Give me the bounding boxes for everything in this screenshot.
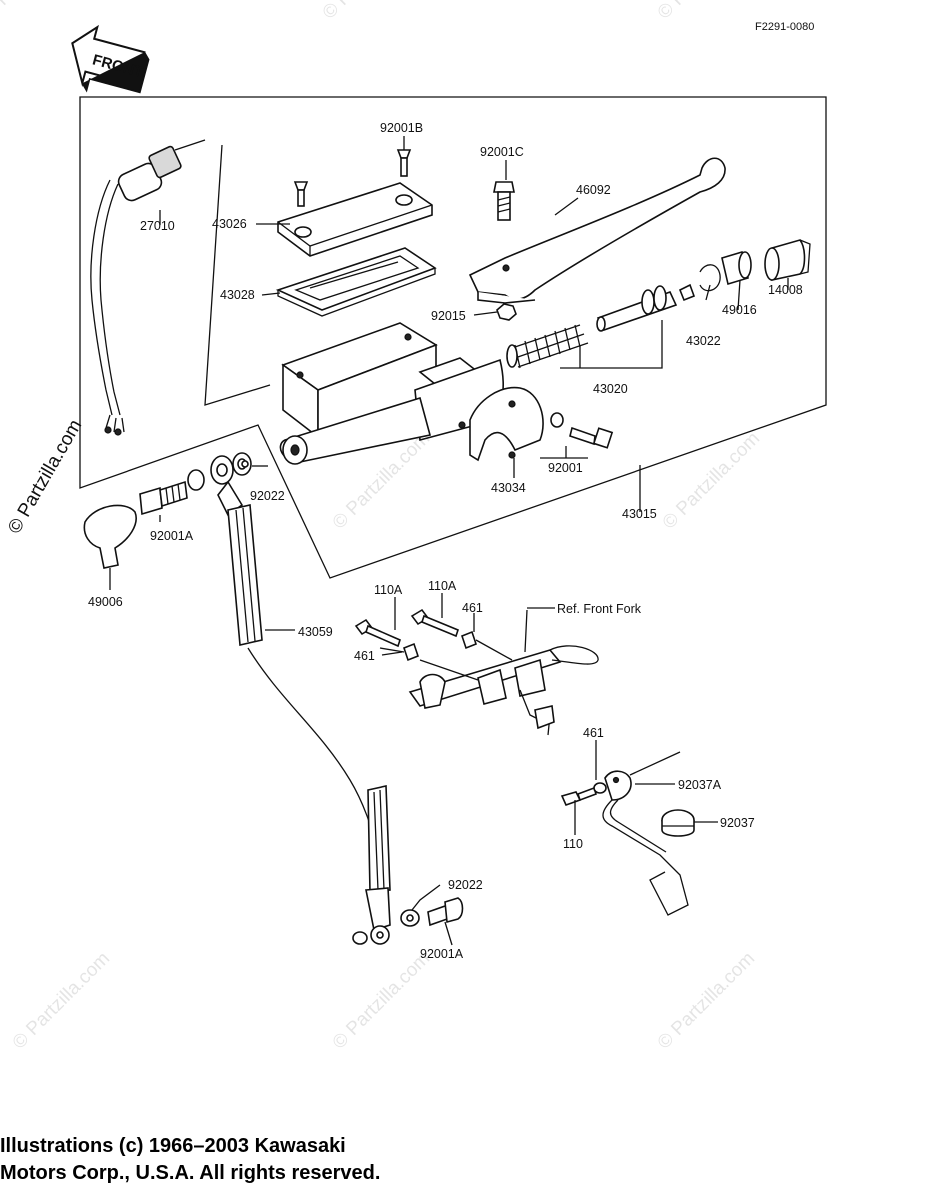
callout-ref-front-fork: Ref. Front Fork (557, 602, 642, 616)
nut-92015 (496, 303, 517, 321)
callout-110A: 110A (374, 583, 403, 597)
callout-461: 461 (583, 726, 604, 740)
brake-switch-27010 (90, 139, 206, 436)
callout-461: 461 (354, 649, 375, 663)
callout-labels: 92001B 92001C 46092 27010 43026 43028 92… (88, 121, 803, 961)
callout-110A: 110A (428, 579, 457, 593)
watermark: © Partzilla.com (659, 428, 764, 533)
watermark: © Partzilla.com (329, 948, 434, 1053)
diaphragm-43028 (275, 247, 437, 317)
callout-49006: 49006 (88, 595, 123, 609)
callout-43028: 43028 (220, 288, 255, 302)
side-watermark: © Partzilla.com (4, 416, 86, 537)
callout-43034: 43034 (491, 481, 526, 495)
callout-461: 461 (462, 601, 483, 615)
callout-110: 110 (563, 837, 583, 851)
copyright-notice: Illustrations (c) 1966–2003 Kawasaki Mot… (0, 1133, 380, 1187)
cap-14008 (764, 239, 811, 281)
hose-bracket (408, 609, 599, 736)
callout-92001A: 92001A (420, 947, 464, 961)
callout-92001A: 92001A (150, 529, 194, 543)
leader-27010 (204, 144, 271, 406)
front-arrow-icon: FRONT (71, 24, 150, 94)
callout-14008: 14008 (768, 283, 803, 297)
callout-92037A: 92037A (678, 778, 722, 792)
callout-92001C: 92001C (480, 145, 524, 159)
master-cylinder-body (279, 322, 505, 465)
callout-43015: 43015 (622, 507, 657, 521)
watermark: © Partzilla.com (654, 0, 759, 24)
callout-43026: 43026 (212, 217, 247, 231)
callout-43059: 43059 (298, 625, 333, 639)
screw-92001B (293, 149, 412, 207)
pivot-bolt-92001C (493, 181, 515, 221)
piston-assembly-43020 (506, 283, 696, 369)
bracket-fasteners (354, 608, 513, 681)
brake-lever-46092 (468, 157, 726, 304)
banjo-bolt-92001A-bottom (427, 897, 464, 927)
watermark: © Partzilla.com (319, 0, 424, 24)
callout-43020: 43020 (593, 382, 628, 396)
copyright-line-2: Motors Corp., U.S.A. All rights reserved… (0, 1162, 381, 1184)
callout-92022: 92022 (448, 878, 483, 892)
copyright-line-1: Illustrations (c) 1966–2003 Kawasaki (0, 1135, 346, 1157)
assembly-outline (79, 96, 827, 579)
grommet-92037 (661, 809, 695, 837)
leader-lines (109, 136, 789, 946)
cap-49006 (83, 504, 137, 569)
bolt-92001 (550, 412, 614, 449)
boot-49016 (721, 250, 752, 286)
callout-92022: 92022 (250, 489, 285, 503)
washers-92022 (241, 460, 420, 945)
clip-43022 (699, 264, 721, 292)
callout-92015: 92015 (431, 309, 466, 323)
callout-46092: 46092 (576, 183, 611, 197)
callout-27010: 27010 (140, 219, 175, 233)
brake-hose-43059 (210, 455, 391, 945)
reservoir-cap-43026 (277, 182, 433, 257)
callout-92037: 92037 (720, 816, 755, 830)
watermark: © Partzilla.com (654, 948, 759, 1053)
watermark: © Partzilla.com (0, 0, 84, 24)
callout-92001: 92001 (548, 461, 583, 475)
diagram-code: F2291-0080 (755, 21, 814, 33)
watermark: © Partzilla.com (9, 948, 114, 1053)
callout-43022: 43022 (686, 334, 721, 348)
callout-92001B: 92001B (380, 121, 423, 135)
callout-49016: 49016 (722, 303, 757, 317)
clamp-43034 (469, 386, 544, 462)
hose-clamp-92037A (560, 751, 689, 916)
